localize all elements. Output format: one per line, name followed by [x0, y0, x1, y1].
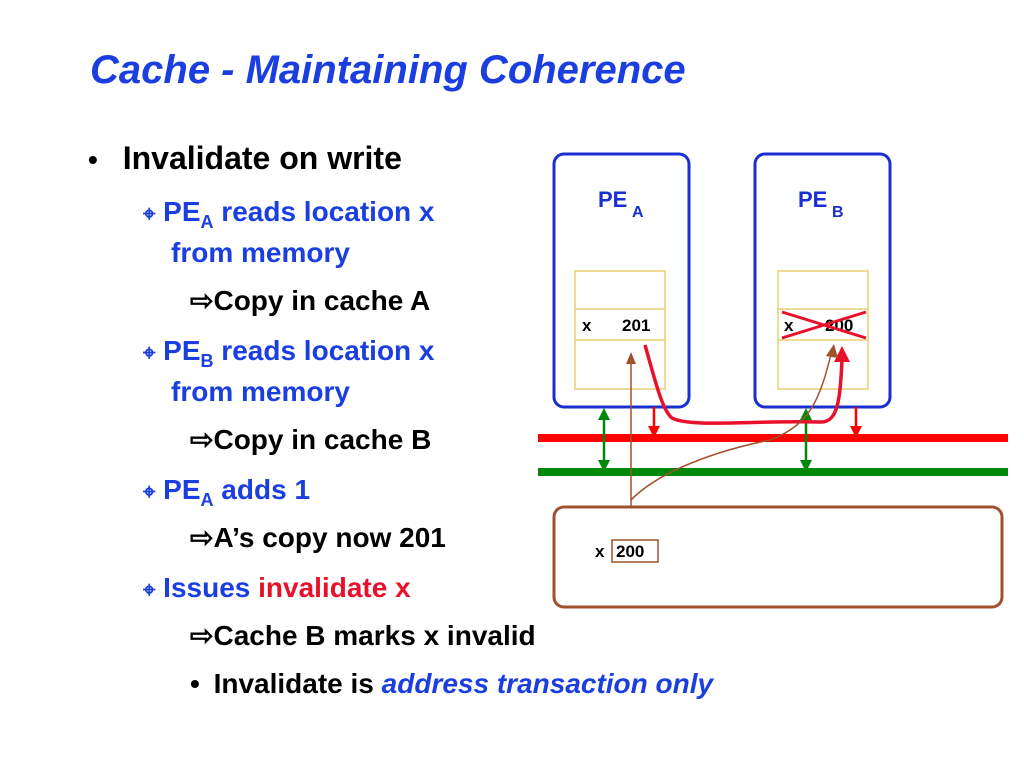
note-line: • Invalidate is address transaction only [190, 668, 714, 699]
invalidate-path [643, 344, 844, 425]
step-4-result: ⇨Cache B marks x invalid [190, 620, 536, 651]
pe-a-address-arrow [648, 407, 660, 438]
arrow-right-icon: ⇨ [190, 424, 214, 455]
cache-b-var: x [784, 316, 794, 335]
memory-box: x 200 [552, 505, 1004, 609]
step-3-result: ⇨A’s copy now 201 [190, 522, 446, 553]
pe-b-data-link [800, 408, 812, 472]
bullet-dot-icon: • [88, 144, 98, 175]
step-1-result: ⇨Copy in cache A [190, 285, 431, 316]
pe-a-data-link [598, 408, 610, 472]
cache-a-value: 201 [622, 316, 650, 335]
pe-b-label: PE [798, 187, 827, 212]
crosshair-bullet-icon: ⌖ [143, 479, 156, 504]
step-3: ⌖ PEA adds 1 [143, 474, 311, 510]
step-1: ⌖ PEA reads location x [143, 196, 435, 232]
cache-a-var: x [582, 316, 592, 335]
step-2-result: ⇨Copy in cache B [190, 424, 432, 455]
arrow-right-icon: ⇨ [190, 285, 214, 316]
arrow-right-icon: ⇨ [190, 620, 214, 651]
pe-b-address-arrow [850, 407, 862, 438]
read-path-b [630, 349, 833, 501]
step-4: ⌖ Issues invalidate x [143, 572, 411, 603]
crosshair-bullet-icon: ⌖ [143, 577, 156, 602]
crosshair-bullet-icon: ⌖ [143, 340, 156, 365]
pe-a-label: PE [598, 187, 627, 212]
bullet-invalidate-on-write: • Invalidate on write [88, 140, 402, 176]
invalid-cross-icon [781, 310, 867, 340]
arrow-right-icon: ⇨ [190, 522, 214, 553]
cache-a [574, 270, 666, 390]
bullet-dot-icon: • [190, 668, 200, 699]
crosshair-bullet-icon: ⌖ [143, 201, 156, 226]
memory-value: 200 [616, 542, 644, 561]
cache-b [777, 270, 869, 390]
slide-title: Cache - Maintaining Coherence [90, 48, 686, 92]
memory-var: x [595, 542, 605, 561]
pe-a-box: PE A x 201 [552, 152, 691, 409]
cache-b-value: 200 [825, 316, 853, 335]
step-2: ⌖ PEB reads location x [143, 335, 435, 371]
pe-b-box: PE B x 200 [753, 152, 892, 409]
step-2-line2: from memory [171, 376, 350, 407]
step-1-line2: from memory [171, 237, 350, 268]
pe-a-sub: A [632, 204, 644, 221]
pe-b-sub: B [832, 204, 844, 221]
